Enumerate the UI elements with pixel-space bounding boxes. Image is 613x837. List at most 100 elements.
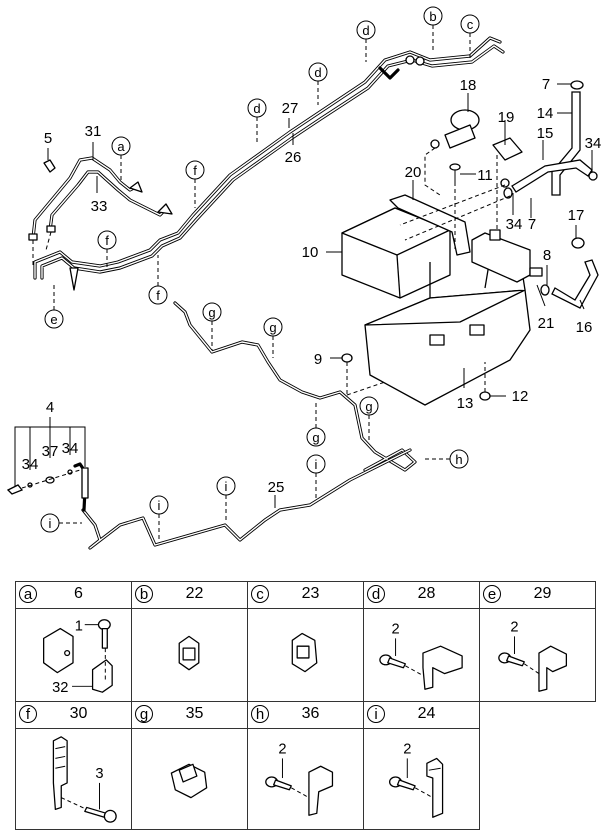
svg-text:3: 3 [95,766,103,782]
ref-f3[interactable]: f [148,255,168,305]
part-number: 6 [74,585,83,602]
ref-d2[interactable]: d [308,62,328,105]
ref-letter: a [19,585,37,603]
canister-tray-13[interactable] [364,257,531,406]
ref-callouts: a b c d d d e f f f g g g g h i i i i [40,6,480,540]
hose-16[interactable] [551,259,599,309]
svg-text:2: 2 [403,742,411,758]
label-18: 18 [460,77,477,94]
label-34-right: 34 [585,135,602,152]
label-21: 21 [538,315,555,332]
ref-letter: b [135,585,153,603]
clamp-7-top[interactable] [570,80,584,90]
part-number: 28 [417,585,436,602]
label-27: 27 [282,100,299,117]
parts-cell-d[interactable]: d 28 2 [363,581,480,702]
parts-cell-header: c 23 [248,582,363,609]
parts-cell-g[interactable]: g 35 [131,701,248,830]
ref-i4[interactable]: i [40,513,82,533]
ref-b[interactable]: b [423,6,443,52]
hose-14[interactable] [551,91,581,196]
clamp-7-lower[interactable] [503,187,513,199]
label-7-top: 7 [542,76,550,93]
exploded-diagram: a b c d d d e f f f g g g g h i i i i 5 … [6,6,602,550]
valve-19[interactable] [492,137,523,161]
part-5-clip[interactable] [43,159,56,173]
hose-15[interactable] [511,159,593,193]
fuel-line-g[interactable] [173,301,417,472]
fuel-line-25[interactable] [73,448,412,550]
ref-e[interactable]: e [44,282,64,329]
label-34-b: 34 [62,440,79,457]
connector-17[interactable] [571,237,585,249]
part-number: 29 [533,585,552,602]
fuel-line-31-33[interactable] [28,156,173,268]
svg-text:b: b [429,9,436,24]
ref-g4[interactable]: g [359,396,379,440]
parts-cell-b[interactable]: b 22 [131,581,248,702]
part-number: 23 [301,585,320,602]
svg-text:2: 2 [510,620,518,636]
ref-letter: i [367,705,385,723]
svg-text:g: g [269,320,276,335]
bolt-11[interactable] [449,163,461,182]
label-16: 16 [576,319,593,336]
svg-text:32: 32 [52,680,68,696]
ref-g1[interactable]: g [202,302,222,350]
parts-cell-header: a 6 [16,582,131,609]
canister-10[interactable] [341,194,471,299]
parts-cell-i[interactable]: i 24 2 [363,701,480,830]
clamp-34-mid[interactable] [500,178,510,188]
label-31: 31 [85,123,102,140]
clamp-34-upper[interactable] [430,139,440,149]
parts-cell-header: d 28 [364,582,479,609]
parts-cell-header: b 22 [132,582,247,609]
part-number: 30 [69,705,88,722]
parts-cell-e[interactable]: e 29 2 [479,581,596,702]
ref-d3[interactable]: d [247,98,267,143]
air-filter-21[interactable] [471,229,543,283]
bracket-illustration-29: 2 [480,609,595,701]
nut-9[interactable] [341,353,353,363]
svg-text:f: f [193,163,197,178]
label-9: 9 [314,351,322,368]
ref-h[interactable]: h [422,449,469,469]
svg-text:g: g [312,430,319,445]
fitting-18[interactable] [444,109,480,149]
label-19: 19 [498,109,515,126]
parts-cell-header: i 24 [364,702,479,729]
bracket-illustration-36: 2 [248,729,363,829]
label-11: 11 [477,167,493,184]
svg-text:c: c [467,17,474,32]
ref-a[interactable]: a [111,136,131,183]
ref-i1[interactable]: i [306,454,326,498]
ref-i2[interactable]: i [216,476,236,520]
ref-d1[interactable]: d [356,20,376,62]
ref-f2[interactable]: f [97,230,117,268]
clamp-34-right[interactable] [588,171,598,181]
parts-cell-header: g 35 [132,702,247,729]
ref-g2[interactable]: g [263,317,283,358]
fuel-line-bundle-26-27[interactable] [33,36,505,291]
clip-illustration-6: 1 32 [16,609,131,701]
label-4: 4 [46,399,54,416]
ref-i3[interactable]: i [149,495,169,540]
ref-g3[interactable]: g [306,400,326,447]
parts-cell-a[interactable]: a 6 1 32 [15,581,132,702]
hose-assembly-4[interactable] [6,417,89,499]
parts-cell-header: f 30 [16,702,131,729]
parts-cell-h[interactable]: h 36 2 [247,701,364,830]
part-number: 35 [185,705,204,722]
clamp-8[interactable] [540,284,550,296]
svg-text:d: d [362,23,369,38]
label-17: 17 [568,207,585,224]
label-34-mid: 34 [506,216,523,233]
ref-f1[interactable]: f [185,160,205,208]
parts-cell-f[interactable]: f 30 3 [15,701,132,830]
parts-cell-c[interactable]: c 23 [247,581,364,702]
ref-c[interactable]: c [460,14,480,60]
nut-12[interactable] [479,391,491,401]
label-8: 8 [543,247,551,264]
svg-text:1: 1 [75,619,83,635]
ref-letter: g [135,705,153,723]
